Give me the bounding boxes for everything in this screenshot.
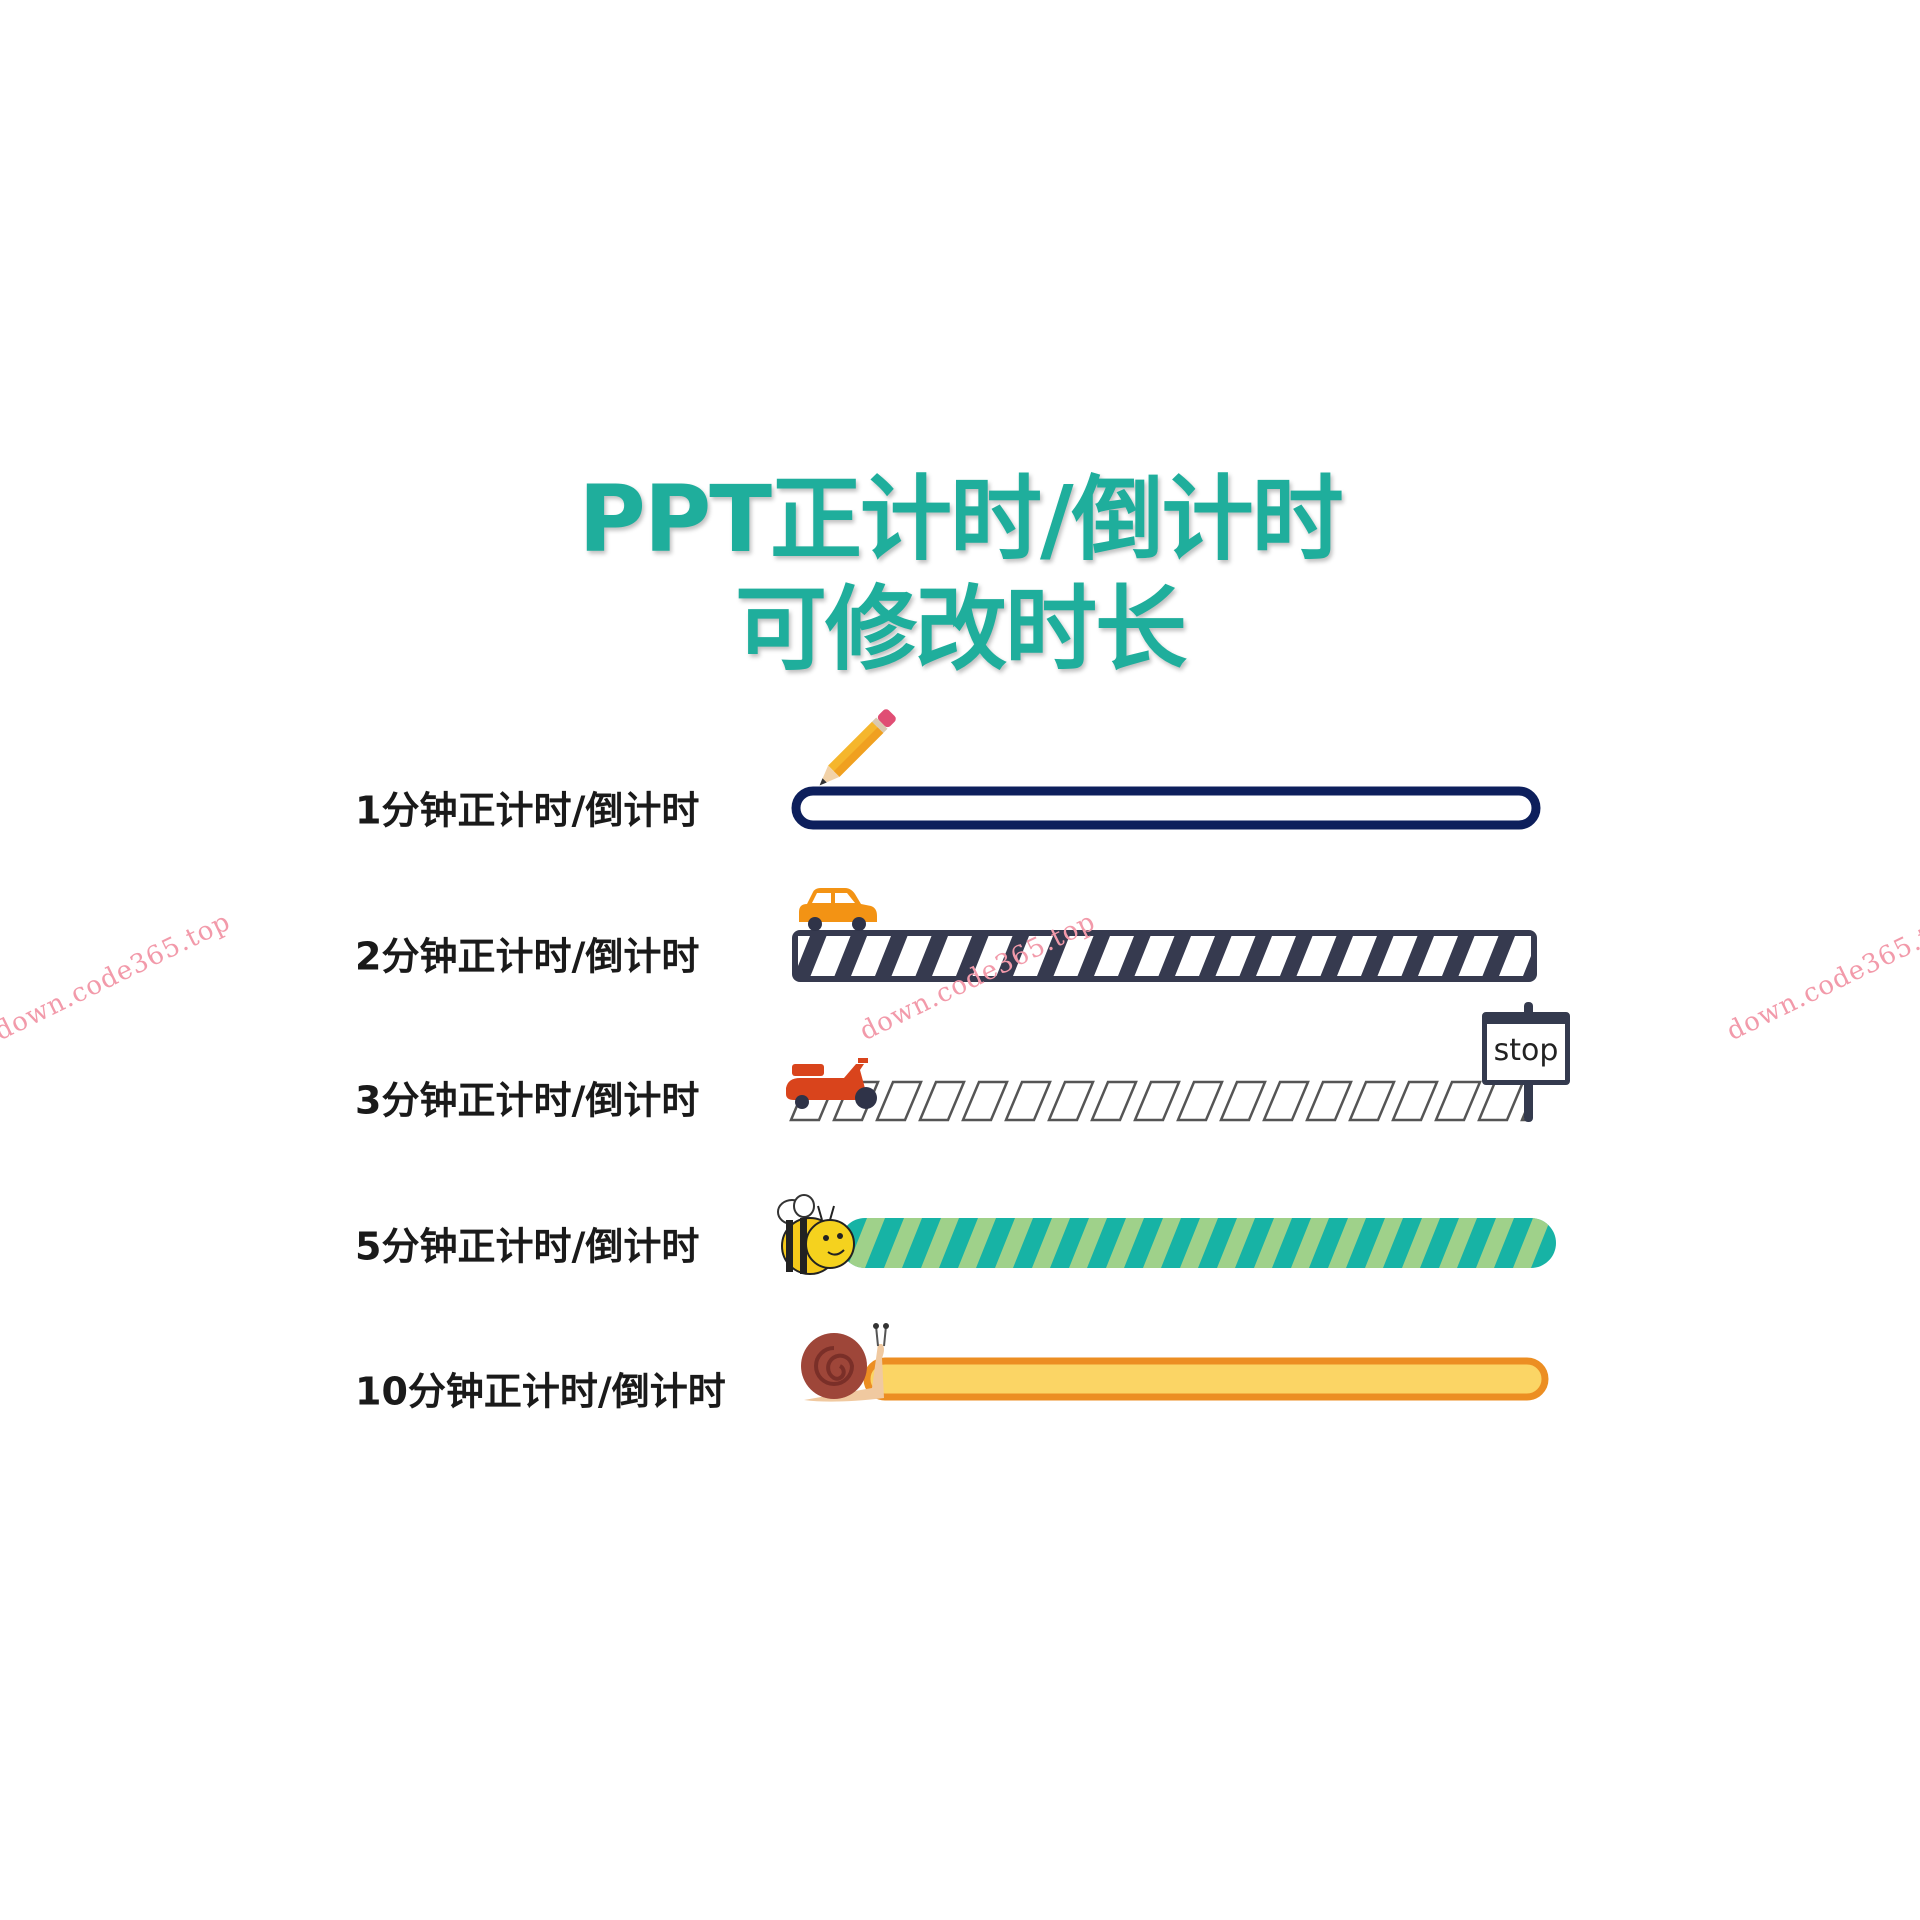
progress-bar-3min[interactable] [785, 1078, 1530, 1126]
bar-stripe [891, 936, 932, 976]
timer-label-5min: 5分钟正计时/倒计时 [355, 1224, 700, 1269]
bar-stripe [851, 936, 891, 976]
bar-stripe [1047, 1080, 1095, 1122]
bar-stripe [1328, 1218, 1366, 1268]
bar-stripe [1291, 1218, 1329, 1268]
car-icon [799, 888, 877, 931]
bee-icon [777, 1194, 855, 1275]
bar-stripe [958, 1218, 996, 1268]
bar-stripe [1090, 1080, 1138, 1122]
bar-stripe [1219, 1080, 1267, 1122]
bar-stripe [1391, 1080, 1439, 1122]
bar-stripe [932, 936, 972, 976]
bar-stripe [1365, 1218, 1403, 1268]
bar-stripe [1458, 936, 1499, 976]
bar-stripe [1013, 936, 1053, 976]
bar-stripe [884, 1218, 922, 1268]
bar-stripe [1402, 1218, 1440, 1268]
snail-icon [801, 1323, 889, 1402]
bar-stripe [810, 936, 851, 976]
bar-stripe [1032, 1218, 1070, 1268]
bar-stripe [1069, 1218, 1107, 1268]
bar-stripe [1348, 1080, 1396, 1122]
bar-stripe [1254, 1218, 1292, 1268]
pencil-icon [819, 709, 896, 786]
bar-stripe [1004, 1080, 1052, 1122]
bar-stripe [1106, 1218, 1144, 1268]
bar-stripe [1175, 936, 1215, 976]
bar-stripe [1256, 936, 1296, 976]
bar-stripe [995, 1218, 1033, 1268]
bar-stripe [847, 1218, 885, 1268]
progress-bar-5min[interactable] [840, 1218, 1558, 1270]
bar-stripe [918, 1080, 966, 1122]
watermark: down.code365.top [1722, 906, 1920, 1047]
stop-sign: stop [1482, 1012, 1570, 1085]
bar-stripe [1215, 936, 1256, 976]
title-line-2: 可修改时长 [734, 576, 1187, 683]
timer-label-10min: 10分钟正计时/倒计时 [355, 1369, 726, 1414]
bar-stripe [1134, 936, 1175, 976]
bar-stripe [972, 936, 1013, 976]
bar-stripe [1499, 936, 1531, 976]
progress-bar-1min[interactable] [790, 785, 1546, 833]
bar-stripe [1133, 1080, 1181, 1122]
bar-stripe [1176, 1080, 1224, 1122]
bar-stripe [1476, 1218, 1514, 1268]
bar-stripe [875, 1080, 923, 1122]
bar-stripe [1143, 1218, 1181, 1268]
timer-label-1min: 1分钟正计时/倒计时 [355, 788, 700, 833]
timer-label-3min: 3分钟正计时/倒计时 [355, 1078, 700, 1123]
bar-stripe [1180, 1218, 1218, 1268]
bar-stripe [798, 936, 810, 966]
timer-label-2min: 2分钟正计时/倒计时 [355, 934, 700, 979]
scooter-icon [786, 1058, 877, 1109]
bar-stripe [961, 1080, 1009, 1122]
bar-stripe [921, 1218, 959, 1268]
bar-stripe [1094, 936, 1134, 976]
bar-stripe [1296, 936, 1337, 976]
bar-stripe [1434, 1080, 1482, 1122]
progress-bar-2min[interactable] [792, 930, 1537, 982]
bar-stripe [1262, 1080, 1310, 1122]
bar-stripe [1305, 1080, 1353, 1122]
bar-stripe [1377, 936, 1418, 976]
bar-stripe [1337, 936, 1377, 976]
bar-stripe [1439, 1218, 1477, 1268]
bar-stripe [1217, 1218, 1255, 1268]
bar-stripe [1053, 936, 1094, 976]
bar-stripe [1418, 936, 1458, 976]
title-line-1: PPT正计时/倒计时 [578, 466, 1343, 573]
watermark: down.code365.top [0, 906, 236, 1047]
bar-stripe [1477, 1080, 1525, 1122]
bar-stripe [1513, 1218, 1551, 1268]
progress-bar-10min[interactable] [862, 1356, 1552, 1404]
